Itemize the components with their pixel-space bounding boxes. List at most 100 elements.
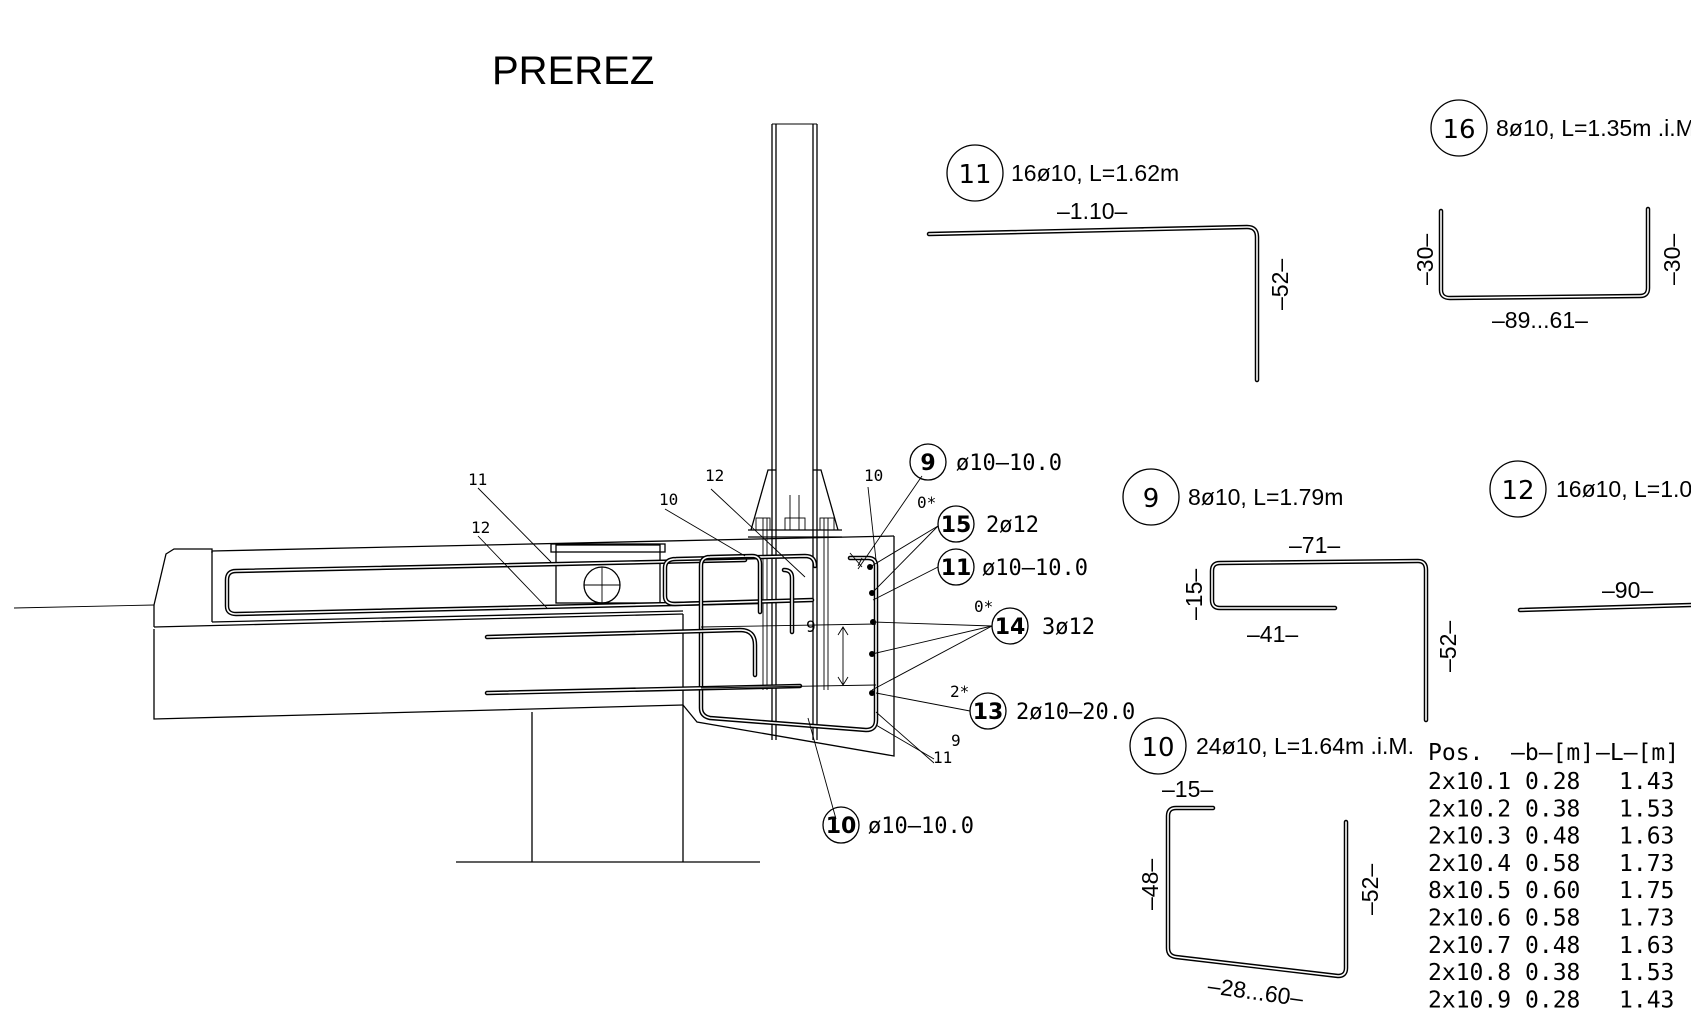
table-cell: 0.38 [1525,796,1580,822]
table-cell: 8x10.5 [1428,878,1511,904]
section-view: 9 ø10–10.0 15 2ø12 11 ø10–10.0 14 3ø12 1… [13,123,1135,863]
anchor-bolt-left [755,517,771,690]
table-cell: 2x10.2 [1428,796,1511,822]
table-cell: 0.38 [1525,960,1580,986]
svg-text:10: 10 [1141,733,1174,763]
anchor-bolt-right [819,517,835,690]
table-cell: 1.73 [1619,851,1674,877]
table-cell: 0.60 [1525,878,1580,904]
svg-text:–28...60–: –28...60– [1206,972,1305,1011]
table-cell: 1.53 [1619,796,1674,822]
svg-text:9: 9 [951,731,961,750]
svg-text:–1.10–: –1.10– [1057,198,1128,224]
table-cell: 0.28 [1525,987,1580,1013]
svg-text:–71–: –71– [1289,532,1340,558]
rebar-9 [781,567,795,635]
svg-text:12: 12 [705,466,724,485]
svg-text:12: 12 [1501,476,1534,506]
svg-text:11: 11 [468,470,487,489]
table-cell: 0.48 [1525,824,1580,850]
table-cell: 2x10.9 [1428,987,1511,1013]
table-cell: 1.63 [1619,824,1674,850]
svg-text:ø10–10.0: ø10–10.0 [868,814,974,839]
svg-text:9: 9 [1143,484,1160,514]
svg-text:10: 10 [826,814,857,839]
table-cell: 2x10.3 [1428,824,1511,850]
svg-text:8ø10, L=1.35m .i.M.: 8ø10, L=1.35m .i.M. [1496,115,1691,141]
callout-11: 11 ø10–10.0 [937,548,1088,586]
table-cell: 1.75 [1619,878,1674,904]
svg-text:9: 9 [920,451,935,476]
svg-text:ø10–10.0: ø10–10.0 [956,451,1062,476]
bar-length-table: Pos. –b–[m] –L–[m] 2x10.1 0.28 1.43 2x10.2 0… [1428,740,1679,1013]
table-header-b: –b–[m] [1511,740,1594,766]
leader-lines [477,475,993,820]
bar-shape-11: 11 16ø10, L=1.62m –1.10– –52– [926,144,1293,383]
svg-text:9: 9 [806,617,816,636]
rebar-12 [662,553,818,607]
callout-9: 9 ø10–10.0 [909,443,1062,481]
svg-text:10: 10 [659,490,678,509]
table-cell: 2x10.8 [1428,960,1511,986]
svg-text:11: 11 [958,160,991,190]
girder-bars [484,627,803,696]
table-cell: 1.53 [1619,960,1674,986]
svg-text:2ø12: 2ø12 [986,513,1039,538]
svg-text:–90–: –90– [1602,577,1653,603]
table-cell: 2x10.7 [1428,933,1511,959]
svg-text:11: 11 [941,556,972,581]
callout-15: 15 2ø12 [937,505,1039,543]
table-cell: 0.58 [1525,851,1580,877]
svg-text:–89...61–: –89...61– [1492,307,1588,333]
callout-13: 13 2ø10–20.0 [969,692,1135,730]
callout-10: 10 ø10–10.0 [822,806,974,844]
svg-text:14: 14 [995,615,1026,640]
table-cell: 2x10.6 [1428,906,1511,932]
bar-shape-16: 16 8ø10, L=1.35m .i.M. –30– –30– –89...6… [1412,99,1691,333]
table-cell: 0.48 [1525,933,1580,959]
bar-shape-10: 10 24ø10, L=1.64m .i.M. –15– –48– –52– –… [1129,717,1414,1011]
rebar-11-slab [224,557,763,617]
table-cell: 0.58 [1525,906,1580,932]
svg-text:–15–: –15– [1181,569,1207,620]
svg-text:ø10–10.0: ø10–10.0 [982,556,1088,581]
svg-text:3ø12: 3ø12 [1042,615,1095,640]
svg-text:16ø10, L=1.0: 16ø10, L=1.0 [1556,476,1691,502]
table-header-pos: Pos. [1428,740,1483,766]
table-header-l: –L–[m] [1596,740,1679,766]
svg-text:24ø10, L=1.64m .i.M.: 24ø10, L=1.64m .i.M. [1196,733,1414,759]
svg-text:16: 16 [1442,115,1475,145]
svg-text:–41–: –41– [1247,621,1298,647]
svg-text:8ø10, L=1.79m: 8ø10, L=1.79m [1188,484,1343,510]
svg-text:–30–: –30– [1659,234,1685,285]
svg-text:13: 13 [973,700,1004,725]
bar-shape-12: 12 16ø10, L=1.0 –90– [1489,460,1691,613]
svg-text:–30–: –30– [1412,234,1438,285]
table-cell: 1.43 [1619,987,1674,1013]
svg-text:–52–: –52– [1357,864,1383,915]
svg-text:–52–: –52– [1435,621,1461,672]
svg-text:12: 12 [471,518,490,537]
bar-shape-9: 9 8ø10, L=1.79m –71– –15– –41– –52– [1122,468,1461,723]
position-callouts: 9 ø10–10.0 15 2ø12 11 ø10–10.0 14 3ø12 1… [468,443,1135,844]
svg-text:–48–: –48– [1137,859,1163,910]
svg-text:11: 11 [933,748,952,767]
callout-14: 14 3ø12 [991,607,1095,645]
table-cell: 1.43 [1619,769,1674,795]
table-cell: 2x10.4 [1428,851,1511,877]
duct-block [555,544,661,604]
svg-text:–52–: –52– [1267,259,1293,310]
table-cell: 2x10.1 [1428,769,1511,795]
table-cell: 0.28 [1525,769,1580,795]
svg-text:15: 15 [941,513,972,538]
table-cell: 1.73 [1619,906,1674,932]
drawing-title: PREREZ [492,49,654,93]
svg-text:–15–: –15– [1162,776,1213,802]
table-cell: 1.63 [1619,933,1674,959]
svg-text:0*: 0* [917,493,936,512]
svg-text:10: 10 [864,466,883,485]
svg-text:16ø10, L=1.62m: 16ø10, L=1.62m [1011,160,1179,186]
svg-text:2ø10–20.0: 2ø10–20.0 [1016,700,1135,725]
rebar-10-stirrup [698,553,879,733]
